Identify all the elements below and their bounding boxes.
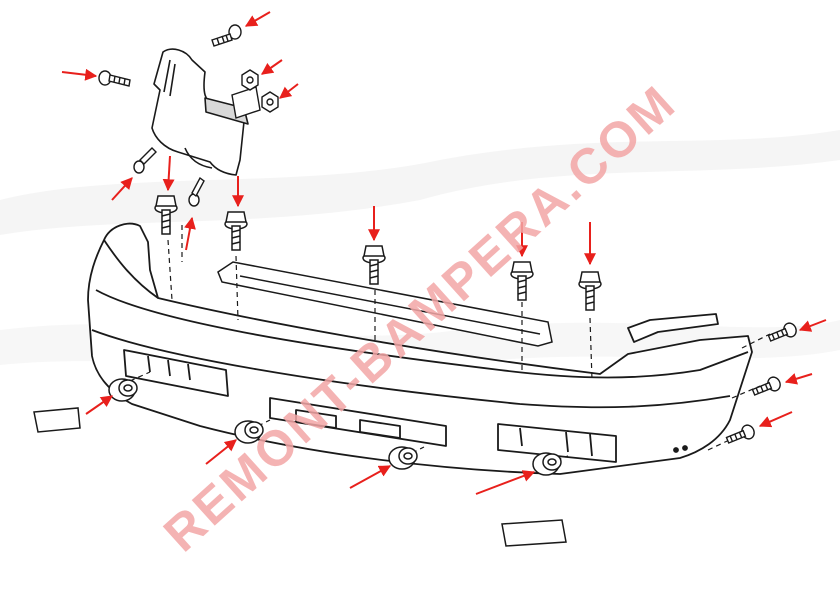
pointer-arrows bbox=[61, 11, 827, 495]
side-screw-icon bbox=[725, 322, 797, 444]
bolt-icon bbox=[154, 195, 602, 311]
guide-lines bbox=[129, 225, 771, 464]
rear-bumper-cover bbox=[87, 222, 753, 475]
clip-icon bbox=[108, 378, 562, 476]
nut-icon bbox=[241, 69, 279, 113]
mud-flap bbox=[151, 48, 249, 176]
bracket-plate bbox=[231, 86, 261, 119]
bumper-reinforcement-strip bbox=[217, 261, 553, 347]
reflector-icon bbox=[33, 407, 567, 547]
screw-icon bbox=[98, 24, 242, 207]
